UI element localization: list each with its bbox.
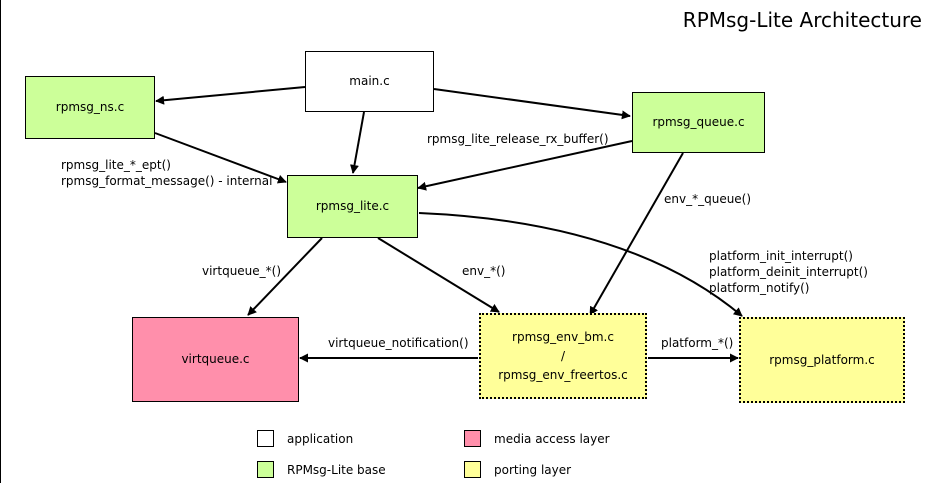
box-rpmsg-env-line3: rpmsg_env_freertos.c (498, 367, 628, 382)
arrow-lite-to-platform (418, 212, 743, 317)
label-env-calls: env_*() (462, 264, 506, 278)
arrow-lite-to-virtqueue (247, 237, 323, 316)
label-platform-calls: platform_*() (661, 336, 734, 350)
diagram-title: RPMsg-Lite Architecture (682, 8, 922, 32)
label-virtqueue-notification: virtqueue_notification() (328, 336, 469, 350)
label-ept-line1: rpmsg_lite_*_ept() (61, 158, 171, 172)
legend-swatch-application (257, 430, 274, 447)
arrow-queue-to-lite (417, 140, 633, 191)
arrow-main-to-lite (350, 111, 365, 174)
left-border-line (0, 0, 1, 483)
label-virtqueue-calls: virtqueue_*() (202, 264, 282, 278)
legend-label-base: RPMsg-Lite base (287, 463, 386, 477)
legend-label-media: media access layer (494, 432, 610, 446)
legend-swatch-media (464, 430, 481, 447)
label-ept-line2: rpmsg_format_message() - internal (61, 174, 273, 188)
legend-label-application: application (287, 432, 354, 446)
box-rpmsg-env: rpmsg_env_bm.c / rpmsg_env_freertos.c (479, 313, 647, 399)
box-rpmsg-lite: rpmsg_lite.c (287, 175, 418, 238)
box-main-c: main.c (305, 51, 434, 112)
box-rpmsg-platform-label: rpmsg_platform.c (769, 352, 875, 367)
box-rpmsg-ns-label: rpmsg_ns.c (55, 100, 125, 114)
arrow-queue-to-env (589, 152, 684, 316)
label-platform-line3: platform_notify() (709, 281, 810, 295)
label-platform-line2: platform_deinit_interrupt() (709, 265, 868, 279)
legend-swatch-base (257, 461, 274, 478)
arrow-main-to-queue (433, 88, 631, 120)
box-rpmsg-ns: rpmsg_ns.c (25, 76, 155, 139)
box-rpmsg-queue: rpmsg_queue.c (632, 92, 765, 153)
label-env-queue: env_*_queue() (664, 192, 752, 206)
box-rpmsg-lite-label: rpmsg_lite.c (315, 199, 390, 213)
arrow-ns-to-lite (154, 132, 287, 184)
box-rpmsg-platform: rpmsg_platform.c (739, 317, 905, 403)
box-rpmsg-queue-label: rpmsg_queue.c (652, 115, 745, 129)
box-virtqueue: virtqueue.c (132, 317, 299, 402)
box-rpmsg-env-line1: rpmsg_env_bm.c (512, 329, 614, 344)
box-main-c-label: main.c (349, 74, 390, 88)
legend-swatch-porting (464, 461, 481, 478)
box-virtqueue-label: virtqueue.c (181, 352, 250, 366)
arrow-lite-to-env (377, 237, 500, 313)
label-release-rx-buffer: rpmsg_lite_release_rx_buffer() (427, 132, 609, 146)
label-platform-line1: platform_init_interrupt() (709, 249, 853, 263)
box-rpmsg-env-line2: / (560, 348, 566, 363)
legend-label-porting: porting layer (494, 463, 572, 477)
arrow-main-to-ns (155, 86, 306, 105)
